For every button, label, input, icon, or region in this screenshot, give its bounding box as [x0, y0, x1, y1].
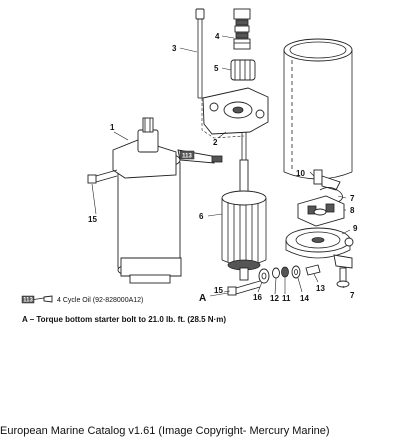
callout-4: 4 [215, 32, 220, 41]
end-bracket-part [201, 87, 269, 139]
callout-16: 16 [253, 293, 262, 302]
washer-part [258, 268, 270, 284]
callout-10: 10 [296, 169, 305, 178]
callout-7-upper: 7 [350, 194, 355, 203]
brush-clip-part [313, 169, 341, 191]
callout-5: 5 [214, 64, 219, 73]
nut-part-12 [272, 267, 280, 279]
spring-retainer-part [233, 8, 251, 50]
armature-part [221, 132, 267, 281]
brush-spring-part [319, 187, 343, 203]
nut-part-11 [281, 266, 289, 278]
drive-gear-part [230, 59, 256, 81]
callout-9: 9 [353, 224, 358, 233]
through-bolt-part [195, 8, 205, 99]
lubricant-legend: 113 4 Cycle Oil (92-828000A12) [21, 295, 143, 304]
lockwasher-part [305, 264, 321, 276]
callout-6: 6 [199, 212, 204, 221]
lubricant-tube: 113 [177, 149, 223, 164]
callout-8: 8 [350, 206, 355, 215]
commutator-end-cap-part [285, 227, 354, 259]
legend-text: 4 Cycle Oil (92-828000A12) [57, 297, 143, 304]
callout-13: 13 [316, 284, 325, 293]
bolt-lower-part [227, 280, 261, 296]
callout-14: 14 [300, 294, 309, 303]
callout-2: 2 [213, 138, 218, 147]
callout-1: 1 [110, 123, 115, 132]
torque-note: A – Torque bottom starter bolt to 21.0 l… [22, 315, 226, 324]
bolt-upper-part [87, 169, 118, 184]
callout-11: 11 [282, 294, 291, 303]
assembled-starter-part [112, 117, 182, 284]
callout-15-lower: 15 [214, 286, 223, 295]
tube-label: 113 [182, 154, 192, 160]
callout-3: 3 [172, 44, 177, 53]
torque-marker-a: A [199, 293, 206, 304]
image-caption: European Marine Catalog v1.61 (Image Cop… [0, 425, 330, 437]
washer-part-14 [291, 265, 301, 279]
starter-housing-part [283, 38, 353, 180]
brush-plate-part [297, 195, 345, 227]
legend-box-label: 113 [23, 298, 33, 304]
terminal-stud-part [333, 254, 353, 288]
callout-15-upper: 15 [88, 215, 97, 224]
callout-7-lower: 7 [350, 291, 355, 300]
callout-12: 12 [270, 294, 279, 303]
